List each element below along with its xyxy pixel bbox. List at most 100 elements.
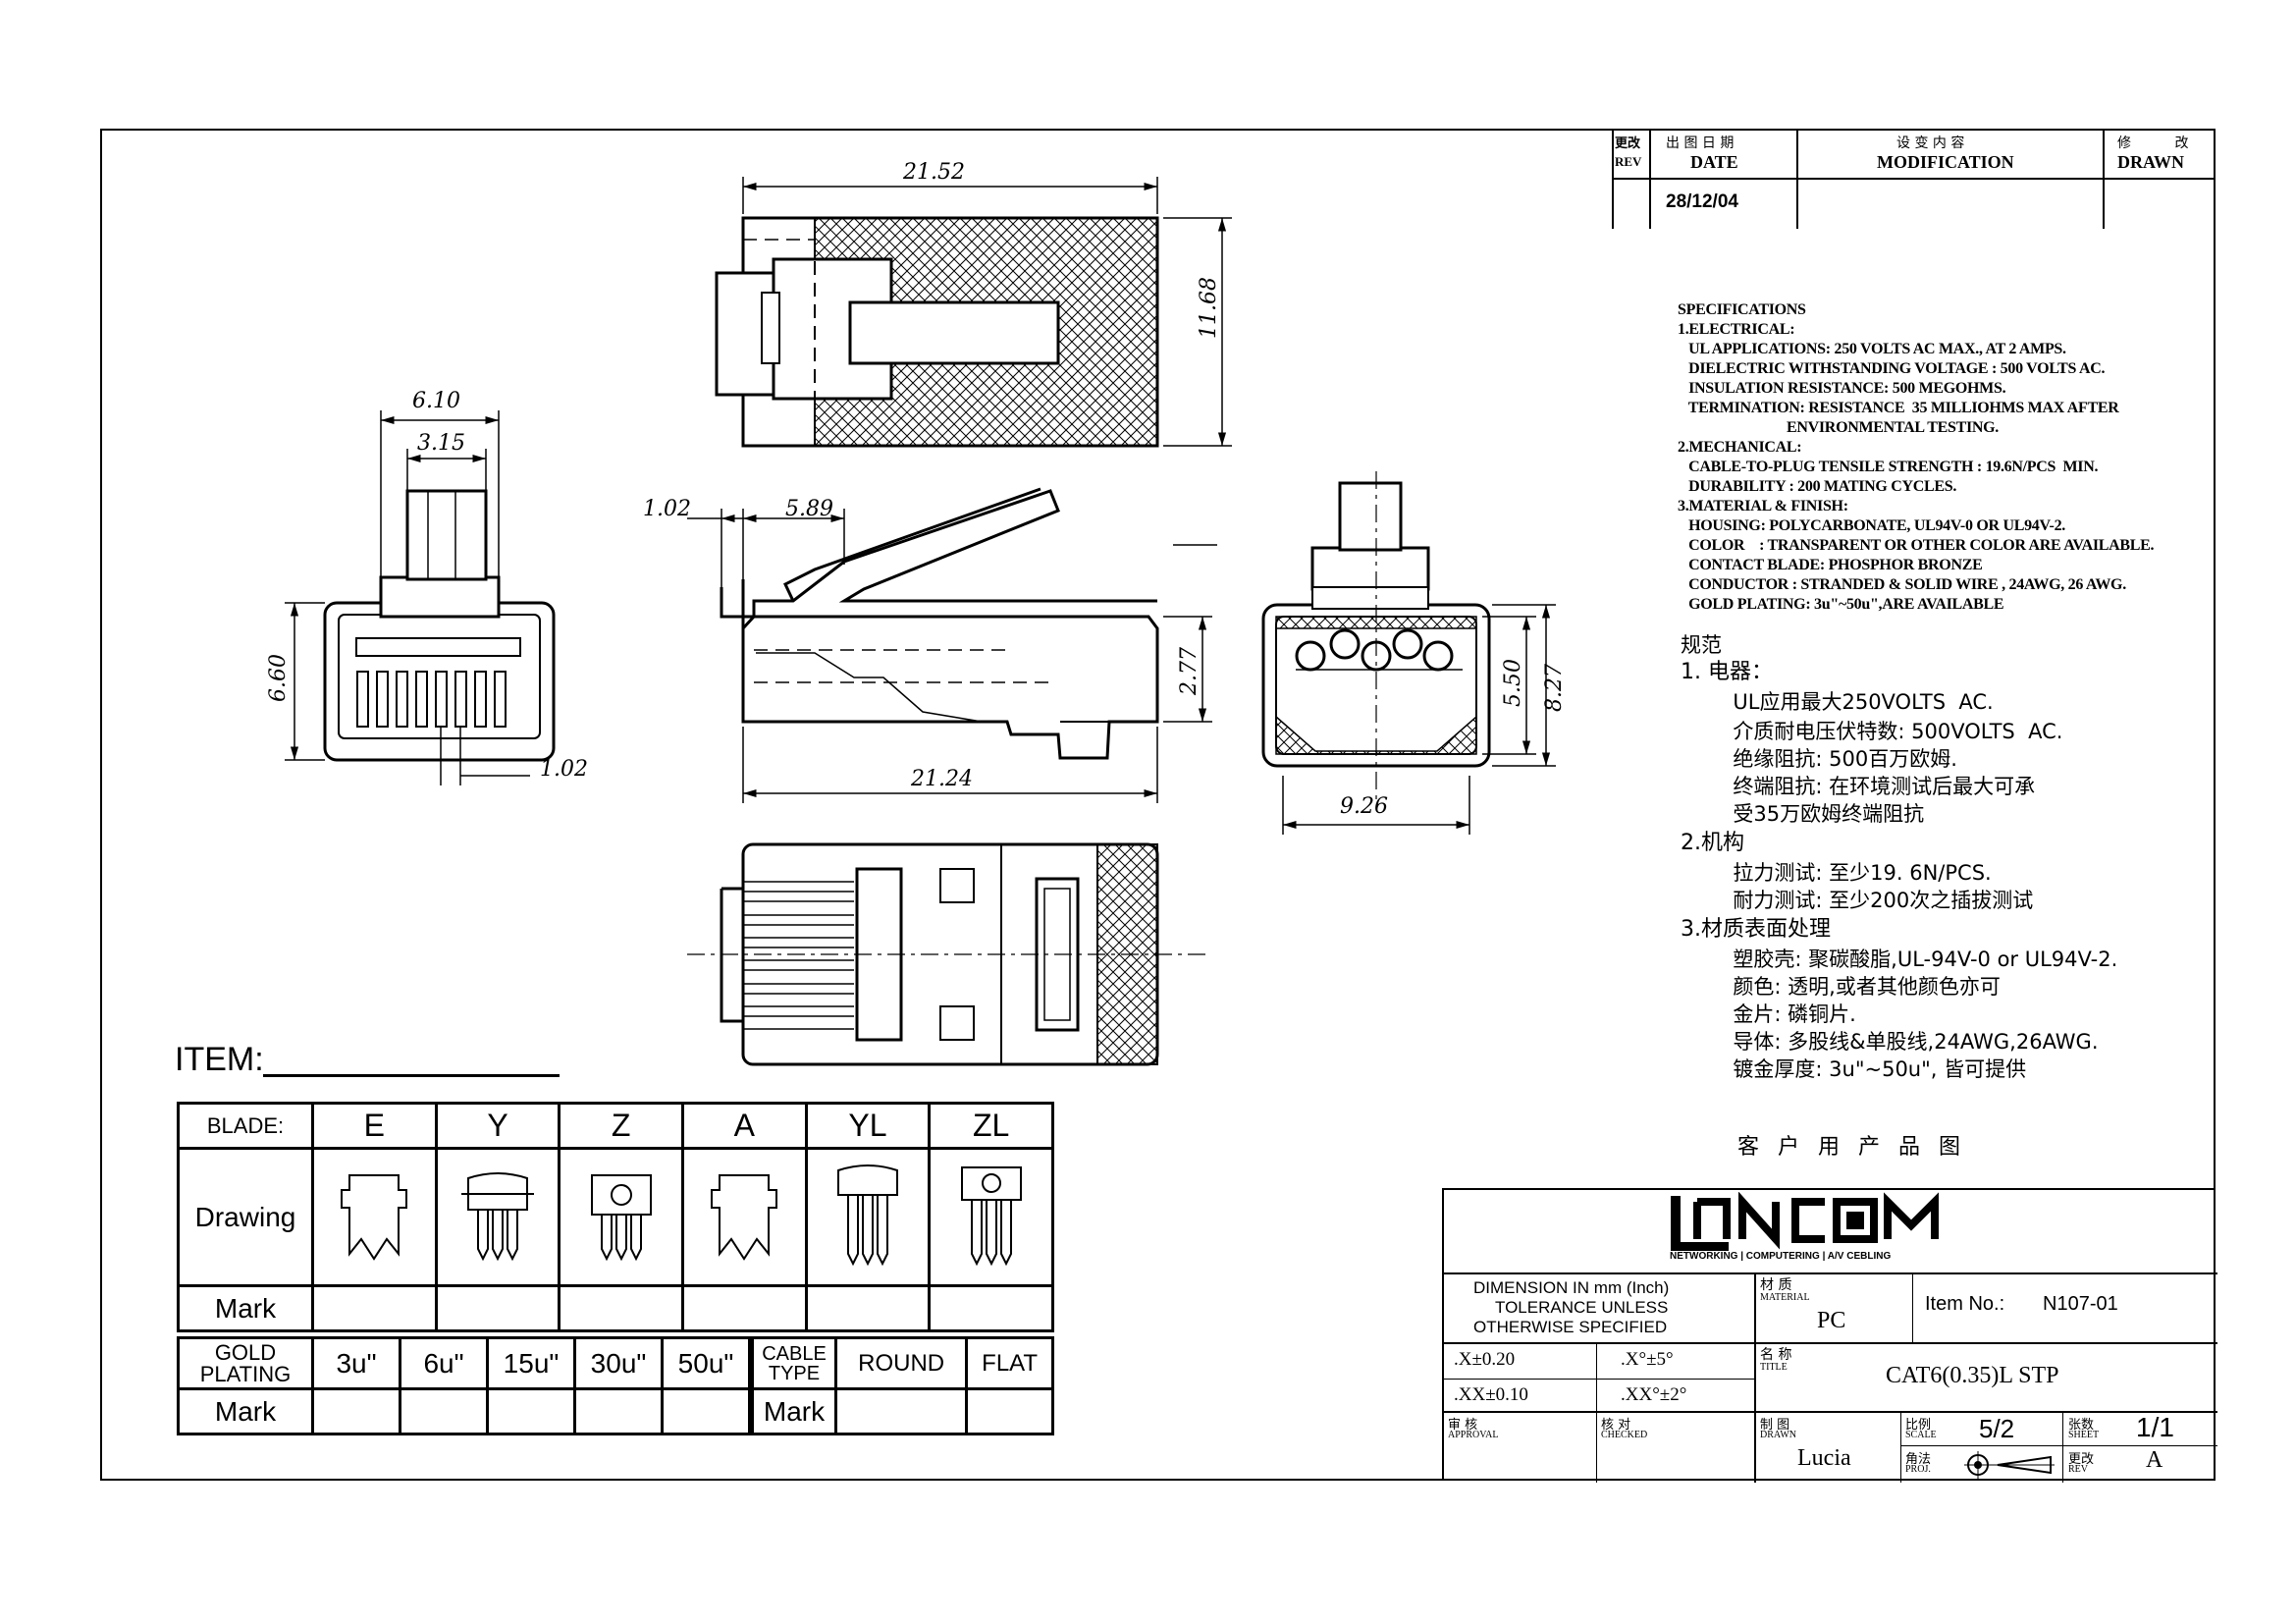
dim-top-height: 11.68: [1197, 277, 1221, 339]
gold-plating-label: GOLD PLATING: [177, 1336, 314, 1390]
spec-en-line: ENVIRONMENTAL TESTING.: [1678, 419, 1999, 436]
plating-3u: 3u": [311, 1336, 401, 1390]
top-view-dimensions: [742, 177, 1232, 447]
blade-y: Y: [434, 1102, 561, 1150]
plating-15u: 15u": [486, 1336, 576, 1390]
blade-e-icon: [341, 1174, 408, 1261]
scale-label-en: SCALE: [1905, 1430, 1937, 1440]
spec-en-line: CONTACT BLADE: PHOSPHOR BRONZE: [1678, 557, 1983, 573]
cable-mark-label: Mark: [749, 1387, 837, 1435]
cable-type-label: CABLE TYPE: [749, 1336, 837, 1390]
drawn-label-cn: 制 图: [1760, 1418, 1790, 1433]
tol-axx: .XX°±2°: [1621, 1384, 1687, 1405]
tol-x: .X±0.20: [1454, 1349, 1516, 1370]
blade-zl-mark[interactable]: [928, 1284, 1054, 1332]
dim-rear-width: 9.26: [1340, 794, 1388, 819]
dim-side-tab: 5.89: [785, 497, 833, 521]
rev-label-en: REV: [1615, 154, 1642, 169]
plating-30u-mark[interactable]: [573, 1387, 664, 1435]
side-view: [720, 487, 1159, 760]
spec-cn-line: 颜色: 透明,或者其他颜色亦可: [1681, 975, 2001, 999]
bottom-view: [687, 842, 1207, 1066]
blade-a-mark[interactable]: [680, 1284, 808, 1332]
checked-label-en: CHECKED: [1601, 1430, 1648, 1440]
spec-cn-line: 拉力测试: 至少19. 6N/PCS.: [1681, 861, 1992, 885]
spec-en-line: CABLE-TO-PLUG TENSILE STRENGTH : 19.6N/P…: [1678, 459, 2099, 475]
item-underline: [263, 1074, 560, 1077]
mod-label-en: MODIFICATION: [1877, 152, 2014, 172]
plating-6u-mark[interactable]: [399, 1387, 489, 1435]
rear-view-dimensions: [1282, 604, 1556, 835]
proj-label-en: PROJ.: [1905, 1464, 1931, 1475]
drawn-label-en: DRAWN: [1760, 1430, 1796, 1440]
tol-xx: .XX±0.10: [1454, 1384, 1528, 1405]
blade-yl-drawing: [804, 1147, 932, 1287]
gold-plating-label-1: GOLD: [214, 1339, 277, 1365]
blade-z-icon: [590, 1174, 652, 1262]
dimension-note-1: DIMENSION IN mm (Inch): [1473, 1278, 1670, 1297]
dim-rear-outer-height: 8.27: [1542, 664, 1567, 712]
spec-cn-line: 塑胶壳: 聚碳酸脂,UL-94V-0 or UL94V-2.: [1681, 947, 2118, 971]
approval-label-en: APPROVAL: [1448, 1430, 1499, 1440]
material-label-cn: 材 质: [1760, 1277, 1792, 1293]
spec-cn-line: 介质耐电压伏特数: 500VOLTS AC.: [1681, 720, 2063, 743]
spec-cn-line: 金片: 磷铜片.: [1681, 1002, 1856, 1026]
blade-e-mark[interactable]: [311, 1284, 438, 1332]
rev-label-en: REV: [2068, 1464, 2088, 1475]
blade-label: BLADE:: [177, 1102, 314, 1150]
spec-cn-line: 终端阻抗: 在环境测试后最大可承: [1681, 775, 2036, 798]
spec-cn-line: 2.机构: [1681, 831, 1744, 855]
plating-table: GOLD PLATING 3u" 6u" 15u" 30u" 50u" CABL…: [177, 1336, 1054, 1435]
spec-en-line: DURABILITY : 200 MATING CYCLES.: [1678, 478, 1957, 495]
dim-side-length: 21.24: [910, 767, 973, 791]
cable-round-mark[interactable]: [833, 1387, 969, 1435]
spec-en-line: 2.MECHANICAL:: [1678, 439, 1802, 456]
cable-flat-mark[interactable]: [965, 1387, 1054, 1435]
front-view-contacts: [356, 671, 507, 728]
plating-15u-mark[interactable]: [486, 1387, 576, 1435]
rev-label-cn: 更改: [2068, 1452, 2095, 1467]
blade-e-drawing: [311, 1147, 438, 1287]
blade-y-drawing: [434, 1147, 561, 1287]
plating-mark-label: Mark: [177, 1387, 314, 1435]
dim-side-height: 2.77: [1177, 647, 1201, 696]
scale-label-cn: 比例: [1905, 1418, 1932, 1433]
spec-en-line: COLOR : TRANSPARENT OR OTHER COLOR ARE A…: [1678, 537, 2155, 554]
blade-z: Z: [558, 1102, 684, 1150]
dim-front-width: 6.10: [412, 389, 460, 413]
plating-30u: 30u": [573, 1336, 664, 1390]
blade-z-drawing: [558, 1147, 684, 1287]
item-no-value: N107-01: [2043, 1293, 2118, 1315]
mod-label-cn: 设 变 内 容: [1896, 135, 1965, 151]
spec-cn-line: 镀金厚度: 3u"~50u", 皆可提供: [1681, 1057, 2027, 1081]
cable-type-label-1: CABLE: [762, 1342, 827, 1365]
blade-a-drawing: [680, 1147, 808, 1287]
rev-label-cn: 更改: [1615, 135, 1641, 150]
mark-label: Mark: [177, 1284, 314, 1332]
blade-a: A: [680, 1102, 808, 1150]
spec-cn-line: 1. 电器：: [1681, 660, 1773, 684]
spec-en-line: TERMINATION: RESISTANCE 35 MILLIOHMS MAX…: [1678, 400, 2119, 416]
blade-e: E: [311, 1102, 438, 1150]
blade-y-mark[interactable]: [434, 1284, 561, 1332]
blade-yl-mark[interactable]: [804, 1284, 932, 1332]
blade-z-mark[interactable]: [558, 1284, 684, 1332]
dimension-note-3: OTHERWISE SPECIFIED: [1473, 1318, 1668, 1336]
side-view-dimensions: [687, 509, 1217, 803]
proj-label-cn: 角法: [1905, 1452, 1932, 1467]
cable-flat: FLAT: [965, 1336, 1054, 1390]
approval-label-cn: 审 核: [1448, 1418, 1478, 1433]
scale-value: 5/2: [1979, 1414, 2015, 1443]
blade-yl-icon: [836, 1164, 898, 1267]
sheet-value: 1/1: [2136, 1412, 2174, 1442]
plating-50u-mark[interactable]: [661, 1387, 754, 1435]
dim-side-offset: 1.02: [643, 497, 691, 521]
plating-3u-mark[interactable]: [311, 1387, 401, 1435]
drawn-label-cn: 修 改: [2117, 135, 2189, 151]
spec-en-line: 3.MATERIAL & FINISH:: [1678, 498, 1848, 514]
blade-zl-icon: [960, 1166, 1022, 1267]
cable-type-label-2: TYPE: [768, 1362, 821, 1384]
drawn-value: Lucia: [1797, 1445, 1851, 1471]
plating-6u: 6u": [399, 1336, 489, 1390]
spec-cn-line: 受35万欧姆终端阻抗: [1681, 802, 1925, 826]
